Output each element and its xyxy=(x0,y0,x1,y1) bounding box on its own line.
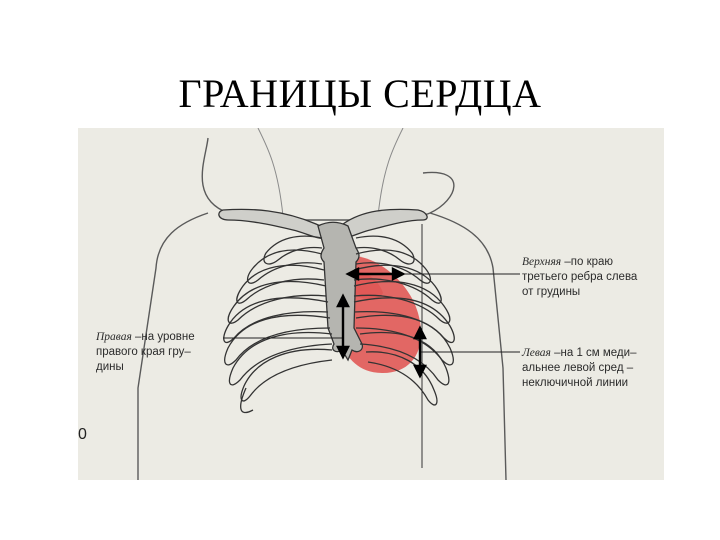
corner-mark: 0 xyxy=(78,426,87,444)
ribcage-illustration xyxy=(78,128,664,480)
body-outline xyxy=(138,138,506,480)
slide-title: ГРАНИЦЫ СЕРДЦА xyxy=(0,70,720,117)
left-clavicle xyxy=(219,209,328,238)
right-border-term: Правая xyxy=(96,331,132,343)
chest-diagram: Верхняя –по краю третьего ребра слева от… xyxy=(78,128,664,480)
left-border-term: Левая xyxy=(522,347,551,359)
upper-border-label: Верхняя –по краю третьего ребра слева от… xyxy=(522,255,637,300)
left-border-label: Левая –на 1 см меди– альнее левой сред –… xyxy=(522,346,636,391)
left-ribs xyxy=(224,236,332,412)
sternum xyxy=(318,222,362,360)
right-border-label: Правая –на уровне правого края гру– дины xyxy=(96,330,195,375)
upper-border-term: Верхняя xyxy=(522,256,561,268)
